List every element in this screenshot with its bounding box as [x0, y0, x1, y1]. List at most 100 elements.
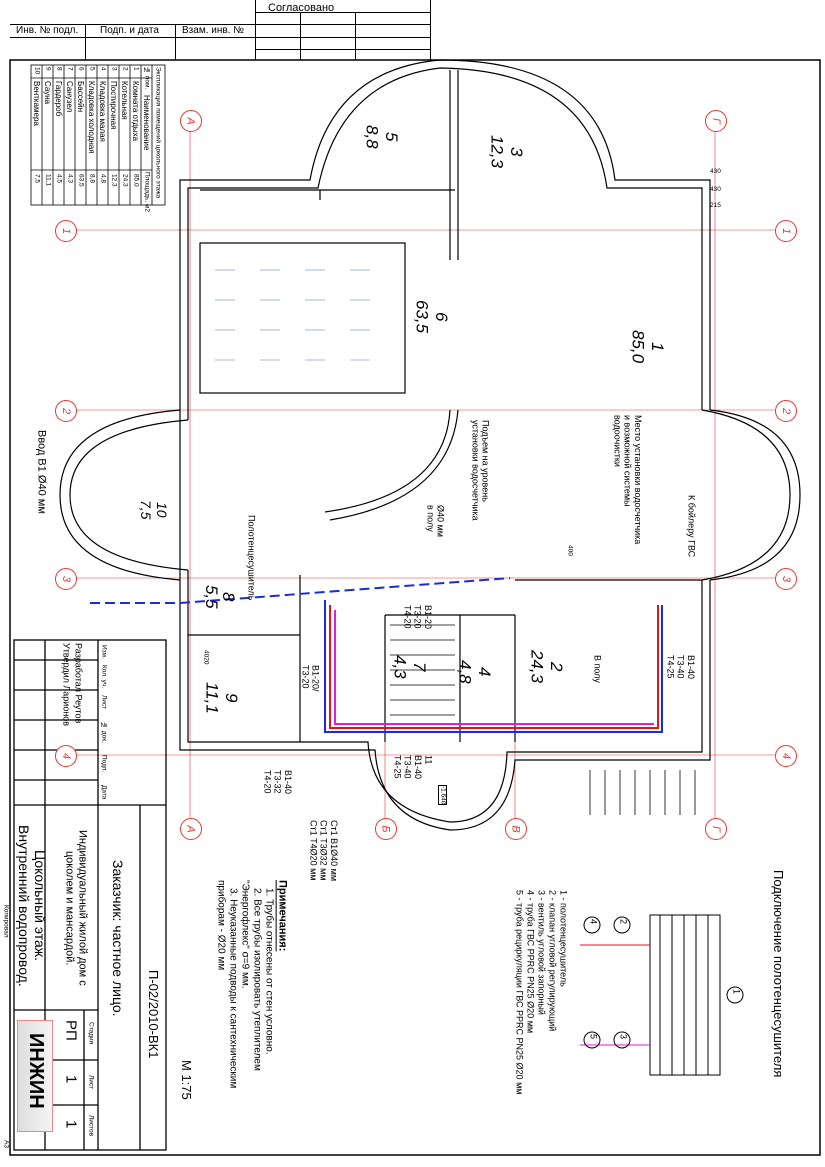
room-table-area: 12,3 [110, 174, 118, 187]
room-table-n: 3 [110, 67, 118, 71]
meter-location-label: Место установки водосчетчика и возможной… [612, 415, 644, 545]
room-table-col-num: № пом. [143, 67, 151, 90]
legend-marker-5: 5 [588, 1034, 599, 1040]
notes-title: Примечания: [276, 880, 289, 952]
header-divider [175, 24, 176, 60]
note-item: приборам - Ø20 мм [215, 880, 227, 971]
stage-value: РП [62, 1020, 80, 1041]
axis-marker-3-right: 3 [775, 568, 797, 590]
sheet-value: 1 [62, 1075, 80, 1084]
approval-header: Согласовано Инв. № подл. Подп. и дата Вз… [10, 0, 431, 60]
header-divider [10, 37, 430, 38]
room-table-col-name: Наименование [142, 95, 152, 151]
header-divider [255, 12, 430, 13]
axis-marker-3-left: 3 [55, 568, 77, 590]
col-doc: № док. [100, 722, 108, 743]
room-table-n: 9 [44, 67, 52, 71]
axis-marker-g-top: Г [705, 110, 727, 132]
dim-400: 400 [566, 545, 574, 556]
room-table-name: Гардероб [54, 81, 64, 117]
pool-tiles [215, 269, 370, 361]
format-label: А3 [2, 1140, 10, 1148]
legend-marker-2: 2 [618, 919, 629, 925]
room-table-n: 10 [33, 67, 41, 75]
axis-marker-a-bottom: А [180, 818, 202, 840]
room-table-n: 4 [99, 67, 107, 71]
sheet-label: Лист [87, 1075, 95, 1090]
stage-label: Стадия [87, 1022, 95, 1045]
replace-inv-label: Взам. инв. № [182, 25, 244, 36]
header-divider [355, 12, 356, 60]
axis-marker-4-right: 4 [775, 745, 797, 767]
dim-430-b: 430 [710, 186, 721, 193]
drawing-code: П-02/2010-ВК1 [145, 970, 161, 1059]
axis-marker-2-left: 2 [55, 400, 77, 422]
room-table-name: Бассейн [76, 81, 86, 113]
room-table-name: Сауна [43, 81, 53, 105]
axis-marker-1-left: 1 [55, 220, 77, 242]
axis-marker-4-left: 4 [55, 745, 77, 767]
company-logo: ИНЖИН [17, 1020, 53, 1132]
note-item: "Энергофлекс" σ=9 мм. [239, 880, 251, 989]
note-item: 3. Неуказанные подводы к сантехническим [227, 888, 239, 1089]
pipes-label-e: В1-40 Т3-32 Т4-20 [262, 770, 294, 795]
legend-item: 3 - вентиль угловой запорный [536, 890, 547, 1015]
axis-marker-2-right: 2 [775, 400, 797, 422]
axis-marker-1-right: 1 [775, 220, 797, 242]
room-table-n: 8 [55, 67, 63, 71]
room-table-name: Санузел [65, 81, 75, 113]
riser-label: Подъем на уровень установки водосчетчика [470, 420, 491, 521]
room-table-name: Кладовка холодная [87, 81, 97, 154]
room-table-area: 4,5 [55, 174, 63, 184]
notes-block: Примечания: [276, 880, 289, 951]
legend-marker-3: 3 [618, 1034, 629, 1040]
approved-label: Согласовано [268, 2, 335, 14]
scale-label: М 1:75 [178, 1060, 194, 1100]
room-table-title: Экспликация помещений цокольного этажа [154, 67, 162, 199]
dim-430-a: 430 [710, 168, 721, 175]
pipes-label-b: В1-20/ Т3-20 [300, 665, 321, 692]
dim-4020: 4020 [202, 650, 210, 665]
sheets-label: Листов [87, 1115, 95, 1137]
pipes-label-a: В1-20 Т3-20 Т4-20 [402, 605, 434, 630]
boiler-label: К бойлеру ГВС [686, 495, 697, 558]
room-table-area: 11,1 [44, 174, 52, 187]
customer-label: Заказчик: частное лицо. [110, 860, 127, 1017]
room-table-name: Венткамера [32, 81, 42, 126]
room-table-area: 85,0 [132, 174, 140, 187]
room-table-n: 5 [88, 67, 96, 71]
sign-date-label: Подп. и дата [100, 25, 159, 36]
approved-by-label: Утвердил Ларионов [61, 643, 72, 727]
room-table-n: 6 [77, 67, 85, 71]
room-table-n: 2 [121, 67, 129, 71]
col-list: Лист [100, 695, 108, 710]
developed-label: Разработал Реутов [73, 643, 84, 724]
room-table-name: Постирочная [109, 81, 119, 130]
level-mark: -1.640 [438, 785, 448, 806]
axis-marker-b-bottom: Б [375, 818, 397, 840]
floor-pipe-label: Ø40 мм в полу [425, 505, 446, 537]
sheet-frame [9, 59, 821, 1156]
room-table-area: 8,8 [88, 174, 96, 184]
room-table-area: 24,3 [121, 174, 129, 187]
legend-item: 1 - полотенцесушитель [558, 890, 569, 987]
sheet-title: Цокольный этаж. Внутренний водопровод. [16, 825, 49, 987]
pipes-label-d: 11 В1-40 Т3-40 Т4-25 [392, 755, 434, 780]
pipes-label-c: В1-40 Т3-40 Т4-25 [665, 655, 697, 680]
inlet-label: Ввод В1 Ø40 мм [35, 430, 48, 514]
dim-215: 215 [710, 202, 721, 209]
legend-item: 2 - клапан угловой регулирующий [547, 890, 558, 1032]
cold-water-pipe [324, 600, 663, 733]
note-item: 1. Трубы отнесены от стен условно. [263, 888, 275, 1055]
header-divider [300, 12, 301, 60]
stairs [390, 624, 696, 815]
col-izm: Изм. [100, 645, 108, 659]
header-divider [255, 0, 256, 60]
room-table-area: 4,8 [99, 174, 107, 184]
